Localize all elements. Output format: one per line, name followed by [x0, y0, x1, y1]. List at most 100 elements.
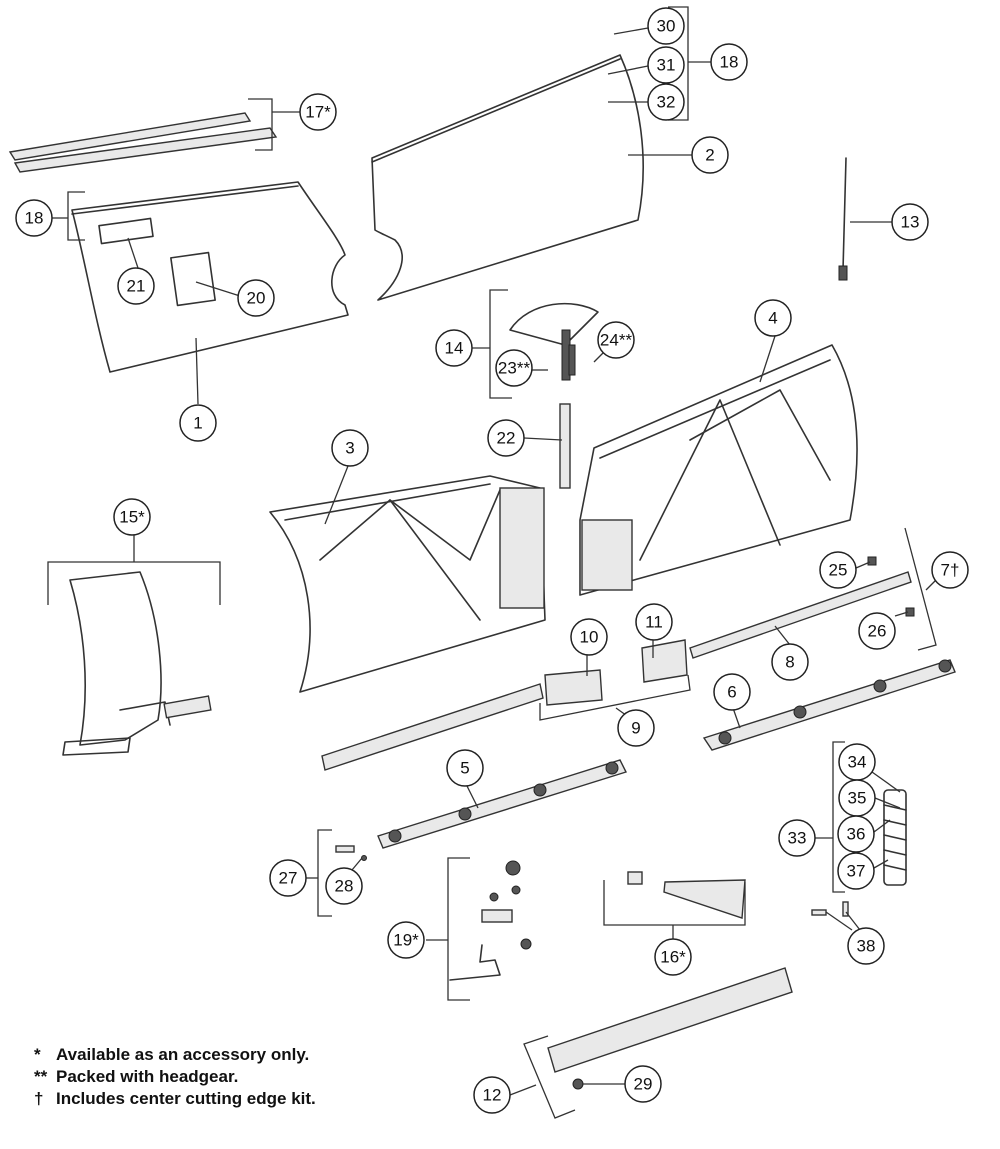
callout-25: 25	[819, 551, 857, 589]
callout-label: 38	[857, 937, 876, 956]
callout-6: 6	[713, 673, 751, 711]
callout-5: 5	[446, 749, 484, 787]
callout-37: 37	[837, 852, 875, 890]
callout-label: 34	[848, 753, 867, 772]
part-3-aframe-left	[269, 475, 546, 693]
part-4-aframe-right	[579, 344, 858, 596]
callout-label: 30	[657, 17, 676, 36]
callout-36: 36	[837, 815, 875, 853]
callout-11: 11	[635, 603, 673, 641]
callout-20: 20	[237, 279, 275, 317]
part-27-pin	[335, 845, 367, 861]
callout-label: 15*	[119, 508, 145, 527]
callout-24: 24**	[597, 321, 635, 359]
callout-label: 31	[657, 56, 676, 75]
callout-label: 5	[460, 759, 469, 778]
callout-label: 18	[720, 53, 739, 72]
callout-label: 20	[247, 289, 266, 308]
legend-row: † Includes center cutting edge kit.	[34, 1088, 316, 1110]
callout-label: 26	[868, 622, 887, 641]
legend-text: Available as an accessory only.	[56, 1045, 310, 1064]
callout-label: 21	[127, 277, 146, 296]
callout-label: 2	[705, 146, 714, 165]
part-5-shoe-bar-left	[377, 759, 627, 849]
callout-label: 36	[847, 825, 866, 844]
part-19-shoe	[449, 860, 532, 981]
part-1-moldboard-left	[71, 181, 349, 373]
legend-text: Packed with headgear.	[56, 1067, 239, 1086]
callout-label: 4	[768, 309, 777, 328]
callout-1: 1	[179, 404, 217, 442]
callout-9: 9	[617, 709, 655, 747]
callout-17: 17*	[299, 93, 337, 131]
callout-10: 10	[570, 618, 608, 656]
callout-34: 34	[838, 743, 876, 781]
legend-row: ** Packed with headgear.	[34, 1066, 316, 1088]
callout-label: 8	[785, 653, 794, 672]
callout-label: 16*	[660, 948, 686, 967]
callout-31: 31	[647, 46, 685, 84]
callout-label: 12	[483, 1086, 502, 1105]
callout-27: 27	[269, 859, 307, 897]
part-38-bolts	[811, 901, 849, 917]
part-16-foot	[627, 871, 746, 919]
part-33-spring	[883, 789, 907, 886]
callout-32: 32	[647, 83, 685, 121]
callout-label: 28	[335, 877, 354, 896]
part-17-strip	[8, 112, 278, 173]
callout-label: 22	[497, 429, 516, 448]
callout-13: 13	[891, 203, 929, 241]
part-2-moldboard-right	[371, 54, 644, 301]
part-6-shoe-bar-right	[702, 659, 956, 751]
callout-label: 1	[193, 414, 202, 433]
callout-14: 14	[435, 329, 473, 367]
callout-label: 14	[445, 339, 464, 358]
part-22-post	[559, 403, 571, 489]
callout-18-top: 18	[710, 43, 748, 81]
legend-mark: *	[34, 1045, 41, 1064]
legend: * Available as an accessory only. ** Pac…	[34, 1044, 316, 1110]
callout-26: 26	[858, 612, 896, 650]
legend-text: Includes center cutting edge kit.	[56, 1089, 316, 1108]
callout-label: 17*	[305, 103, 331, 122]
callout-label: 32	[657, 93, 676, 112]
callout-label: 27	[279, 869, 298, 888]
callout-12: 12	[473, 1076, 511, 1114]
callout-label: 25	[829, 561, 848, 580]
legend-mark: **	[34, 1067, 48, 1086]
part-12-cutting-edge	[547, 967, 793, 1090]
callout-33: 33	[778, 819, 816, 857]
callout-label: 37	[847, 862, 866, 881]
part-13-rod	[838, 157, 848, 281]
callout-21: 21	[117, 267, 155, 305]
callout-16: 16*	[654, 938, 692, 976]
part-9-cutting-edge	[321, 639, 688, 771]
callout-38: 38	[847, 927, 885, 965]
callout-2: 2	[691, 136, 729, 174]
part-14-headgear	[509, 302, 599, 381]
callout-label: 10	[580, 628, 599, 647]
callout-35: 35	[838, 779, 876, 817]
leader-lines	[127, 27, 909, 1085]
callout-19: 19*	[387, 921, 425, 959]
callout-23: 23**	[495, 349, 533, 387]
callout-8: 8	[771, 643, 809, 681]
legend-mark: †	[34, 1089, 44, 1108]
callout-28: 28	[325, 867, 363, 905]
callout-label: 29	[634, 1075, 653, 1094]
callout-4: 4	[754, 299, 792, 337]
callout-30: 30	[647, 7, 685, 45]
callout-15: 15*	[113, 498, 151, 536]
callout-label: 23**	[498, 359, 531, 378]
callout-label: 11	[645, 613, 663, 632]
legend-row: * Available as an accessory only.	[34, 1044, 316, 1066]
part-15-wing	[62, 571, 212, 756]
callout-label: 33	[788, 829, 807, 848]
callout-29: 29	[624, 1065, 662, 1103]
brackets	[47, 6, 939, 1119]
callout-label: 18	[25, 209, 44, 228]
callout-3: 3	[331, 429, 369, 467]
callout-label: 24**	[600, 331, 633, 350]
callout-label: 7†	[941, 561, 960, 580]
